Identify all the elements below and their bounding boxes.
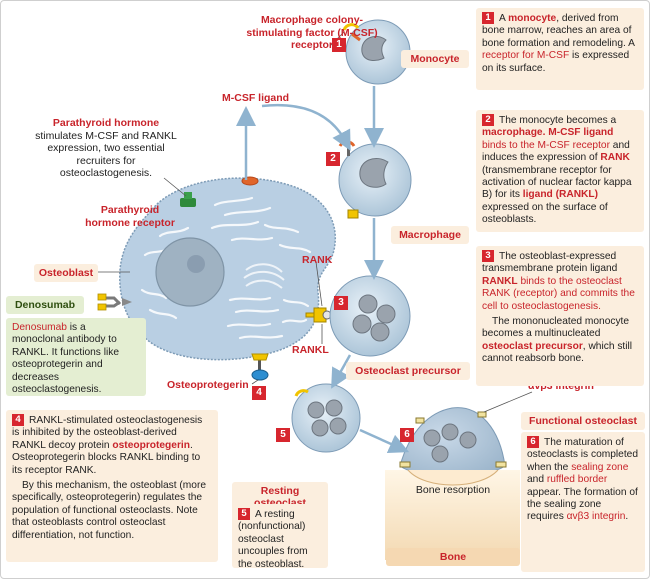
step-2-highlight-b: RANK — [600, 152, 630, 164]
endoplasmic-reticulum — [140, 196, 312, 340]
step-3-text-a: The osteoblast-expressed transmembrane p… — [482, 251, 618, 275]
denosumab-note: Denosumab is a monoclonal antibody to RA… — [6, 318, 146, 396]
pth-receptor-label: Parathyroid hormone receptor — [85, 204, 175, 229]
rank-label: RANK — [302, 254, 333, 266]
step-5-number: 5 — [238, 508, 250, 520]
step-3-number: 3 — [482, 250, 494, 262]
step-1-text-a: A — [499, 13, 509, 24]
functional-osteoclast-tag: Functional osteoclast — [521, 412, 645, 430]
mcsf-receptor-label: Macrophage colony-stimulating factor (M-… — [246, 14, 378, 51]
golgi-apparatus — [243, 263, 285, 289]
step-6-text-b: and — [527, 474, 547, 486]
step-3-text-b: The mononucleated monocyte becomes a mul… — [482, 316, 630, 340]
step-3-highlight-a2: binds to the osteoclast RANK (receptor) … — [482, 275, 635, 312]
step-3-text-c: , which still cannot reabsorb bone. — [482, 340, 633, 365]
step-1-text-c: is expressed on its surface. — [482, 50, 630, 74]
process-arrows — [236, 86, 410, 454]
macrophage-tag: Macrophage — [391, 226, 469, 244]
step-2-box: 2 The monocyte becomes a macrophage. M-CS… — [476, 110, 644, 232]
step-marker-4: 4 — [252, 386, 266, 400]
resting-osteoclast-cell — [291, 383, 361, 453]
step-3-highlight-b: osteoclast precursor — [482, 340, 583, 352]
step-1-number: 1 — [482, 12, 494, 24]
step-4-text-b: . Osteoprotegerin blocks RANKL binding t… — [12, 439, 201, 476]
osteoblast-nucleus — [155, 237, 225, 307]
step-4-text-c: By this mechanism, the osteoblast (more … — [12, 480, 207, 541]
step-2-text-a: The monocyte becomes a — [499, 115, 617, 126]
mcsf-ligand-shape — [241, 176, 259, 186]
step-1-highlight-a: monocyte — [508, 13, 557, 24]
step-6-text-c: appear. The formation of the sealing zon… — [527, 486, 638, 523]
osteoclast-precursor-tag: Osteoclast precursor — [346, 362, 470, 380]
step-3-paragraph-2: The mononucleated monocyte becomes a mul… — [482, 316, 638, 366]
step-marker-5: 5 — [276, 428, 290, 442]
monocyte-cell — [342, 19, 411, 85]
monocyte-tag: Monocyte — [401, 50, 469, 68]
denosumab-note-name: Denosumab — [12, 322, 67, 333]
step-2-number: 2 — [482, 114, 494, 126]
step-6-highlight-c: αvβ3 integrin — [566, 511, 626, 523]
bone-tag: Bone — [386, 548, 520, 566]
osteoprotegerin-shape — [251, 353, 269, 381]
step-1-highlight-b: receptor for M-CSF — [482, 50, 570, 62]
step-4-paragraph-2: By this mechanism, the osteoblast (more … — [12, 480, 212, 542]
pth-description: Parathyroid hormone stimulates M-CSF and… — [32, 117, 180, 180]
step-2-text-b: and induces the expression of — [482, 139, 630, 164]
rankl-rank-binding-shape — [305, 307, 332, 323]
osteoblast-cell — [119, 177, 336, 361]
step-3-highlight-a: RANKL — [482, 275, 518, 287]
step-6-highlight-a: sealing zone — [571, 461, 629, 473]
denosumab-tag: Denosumab — [6, 296, 84, 314]
denosumab-note-text: is a monoclonal antibody to RANKL. It fu… — [12, 322, 120, 396]
step-2-highlight-c: ligand (RANKL) — [522, 189, 599, 201]
mcsf-ligand-label: M-CSF ligand — [222, 92, 290, 104]
step-2-text-c: (transmembrane receptor for activation o… — [482, 164, 632, 201]
osteoclast-precursor-cell — [329, 275, 411, 357]
osteoprotegerin-label: Osteoprotegerin — [167, 379, 249, 391]
step-4-text-a: RANKL-stimulated osteoclastogenesis is i… — [12, 415, 203, 451]
macrophage-cell — [338, 140, 412, 219]
step-5-text-a: A resting (nonfunctional) osteoclast unc… — [238, 509, 308, 570]
step-6-highlight-b: ruffled border — [546, 474, 608, 486]
step-marker-3: 3 — [334, 296, 348, 310]
bone-resorption-label: Bone resorption — [415, 484, 491, 496]
pth-receptor-shape — [180, 192, 196, 207]
step-1-text-b: , derived from bone marrow, reaches an a… — [482, 13, 635, 49]
denosumab-antibody-shape — [97, 293, 132, 311]
step-marker-1: 1 — [332, 38, 346, 52]
step-6-text-d: . — [625, 511, 629, 523]
nucleolus — [187, 255, 205, 273]
rankl-label: RANKL — [292, 344, 329, 356]
step-4-highlight-a: osteoprotegerin — [112, 439, 190, 451]
step-2-highlight-a2: binds to the M-CSF receptor — [482, 139, 610, 151]
pth-text: stimulates M-CSF and RANKL expression, t… — [35, 129, 177, 180]
step-marker-6: 6 — [400, 428, 414, 442]
step-6-text-a: The maturation of osteoclasts is complet… — [527, 437, 638, 473]
functional-osteoclast — [385, 407, 520, 560]
osteoblast-tag: Osteoblast — [34, 264, 98, 282]
step-2-text-d: expressed on the surface of osteoblasts. — [482, 201, 608, 226]
step-4-number: 4 — [12, 414, 24, 426]
step-marker-2: 2 — [326, 152, 340, 166]
step-2-highlight-a: macrophage. M-CSF ligand — [482, 127, 614, 139]
step-6-number: 6 — [527, 436, 539, 448]
pth-name: Parathyroid hormone — [52, 117, 160, 129]
